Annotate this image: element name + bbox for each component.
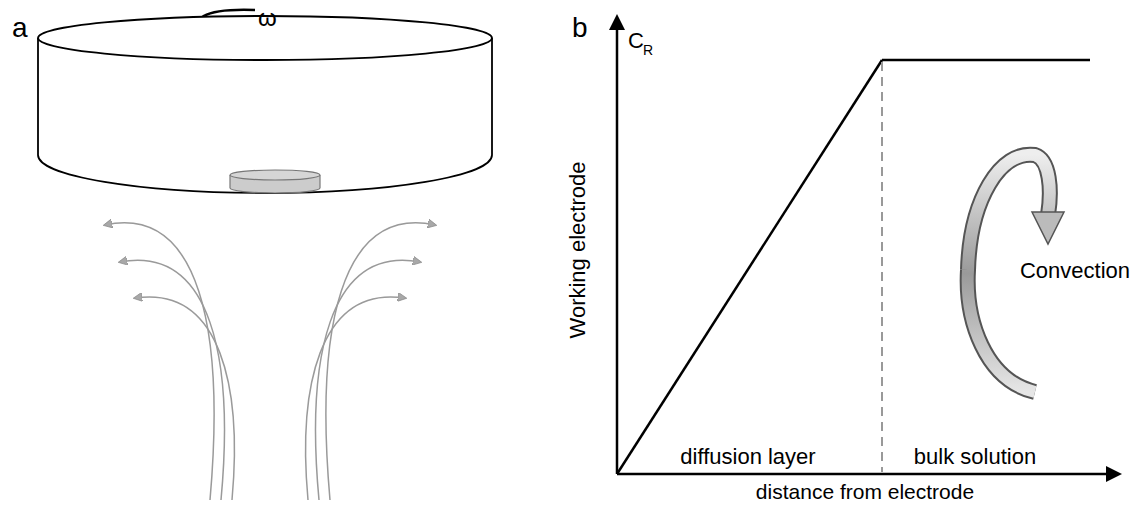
axis-title: distance from electrode xyxy=(756,481,974,502)
axis-title: Working electrode xyxy=(567,162,589,339)
rotating-disk xyxy=(38,16,492,193)
concentration-profile xyxy=(617,60,1090,474)
flow-lines xyxy=(105,223,435,500)
panel-letter: a xyxy=(12,14,28,42)
electrode-disc xyxy=(230,170,320,193)
layer-boundary xyxy=(881,62,883,472)
graph-axes xyxy=(609,14,1122,482)
panel-letter: b xyxy=(572,14,588,42)
axis-label: C xyxy=(628,30,644,52)
flow-label: Convection xyxy=(1020,260,1130,282)
region-label: diffusion layer xyxy=(680,446,815,468)
rotation-symbol: ω xyxy=(258,6,277,30)
axis-subscript: R xyxy=(643,43,653,57)
region-label: bulk solution xyxy=(914,446,1036,468)
